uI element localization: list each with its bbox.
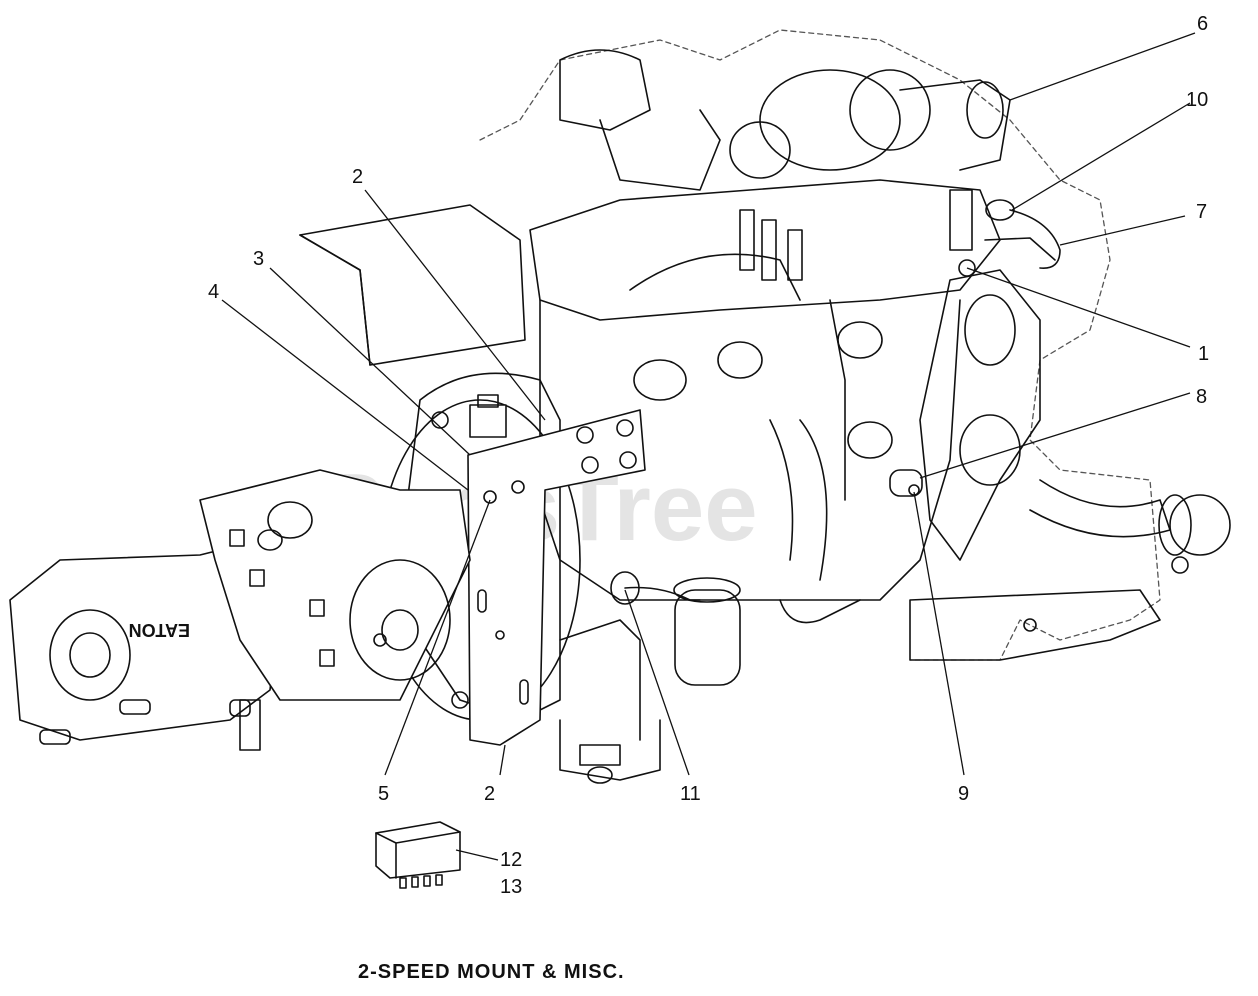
callout-10: 10 [1186,89,1208,111]
engine-assembly [479,29,1231,784]
hydraulic-pump [9,469,471,751]
callout-1: 1 [1198,343,1209,365]
callout-5: 5 [378,783,389,805]
diagram-title: 2-SPEED MOUNT & MISC. [358,961,625,983]
sensor-11 [610,571,701,605]
heat-shield [299,204,526,366]
relay [375,821,461,889]
leader-lines [221,32,1196,861]
callout-8: 8 [1196,386,1207,408]
callout-2-bottom: 2 [484,783,495,805]
callout-3: 3 [253,248,264,270]
callout-13: 13 [500,876,522,898]
mount-plate [467,394,646,746]
callout-6: 6 [1197,13,1208,35]
callout-7: 7 [1196,201,1207,223]
callout-2-top: 2 [352,166,363,188]
callout-9: 9 [958,783,969,805]
sensor-8 [889,469,923,497]
callout-4: 4 [208,281,219,303]
pump-brand-label: EATON [129,620,190,640]
callout-12: 12 [500,849,522,871]
callout-11: 11 [680,783,701,805]
